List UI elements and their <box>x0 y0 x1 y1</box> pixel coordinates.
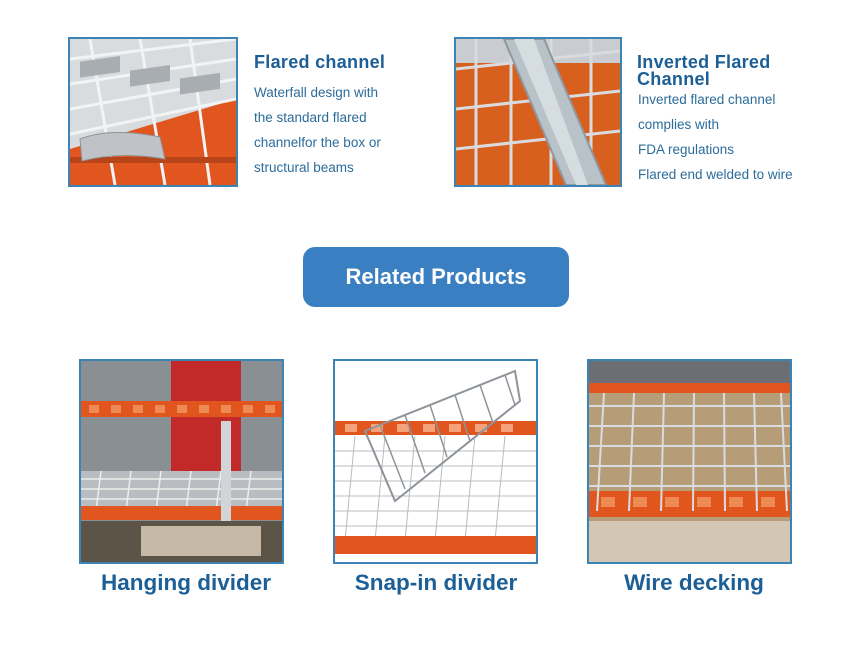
feature-description-line: the standard flared <box>254 110 367 125</box>
feature-description-line: channelfor the box or <box>254 135 381 150</box>
feature-title-line: Inverted Flared <box>637 52 771 72</box>
feature-title-line: Flared channel <box>254 52 386 72</box>
feature-title-line: Channel <box>637 69 711 89</box>
wire-decking-photo[interactable] <box>587 359 792 564</box>
product-caption-wire-decking[interactable]: Wire decking <box>624 570 764 595</box>
inverted-flared-channel-photo <box>454 37 622 187</box>
feature-description-line: Waterfall design with <box>254 85 379 100</box>
feature-description-line: FDA regulations <box>638 142 735 157</box>
feature-description-line: Flared end welded to wire <box>638 167 793 182</box>
feature-description-inverted-flared-channel: Inverted flared channel complies with FD… <box>638 87 793 187</box>
feature-description-line: complies with <box>638 117 720 132</box>
feature-description-line: Inverted flared channel <box>638 92 776 107</box>
related-products-button[interactable]: Related Products <box>303 247 569 307</box>
feature-description-flared-channel: Waterfall design with the standard flare… <box>254 80 381 180</box>
snap-in-divider-photo[interactable] <box>333 359 538 564</box>
feature-description-line: structural beams <box>254 160 354 175</box>
product-caption-snap-in-divider[interactable]: Snap-in divider <box>354 570 518 595</box>
feature-title-inverted-flared-channel: Inverted Flared Channel <box>637 52 837 89</box>
feature-title-flared-channel: Flared channel <box>254 52 434 72</box>
product-caption-hanging-divider[interactable]: Hanging divider <box>100 570 271 595</box>
hanging-divider-photo[interactable] <box>79 359 284 564</box>
flared-channel-photo <box>68 37 238 187</box>
